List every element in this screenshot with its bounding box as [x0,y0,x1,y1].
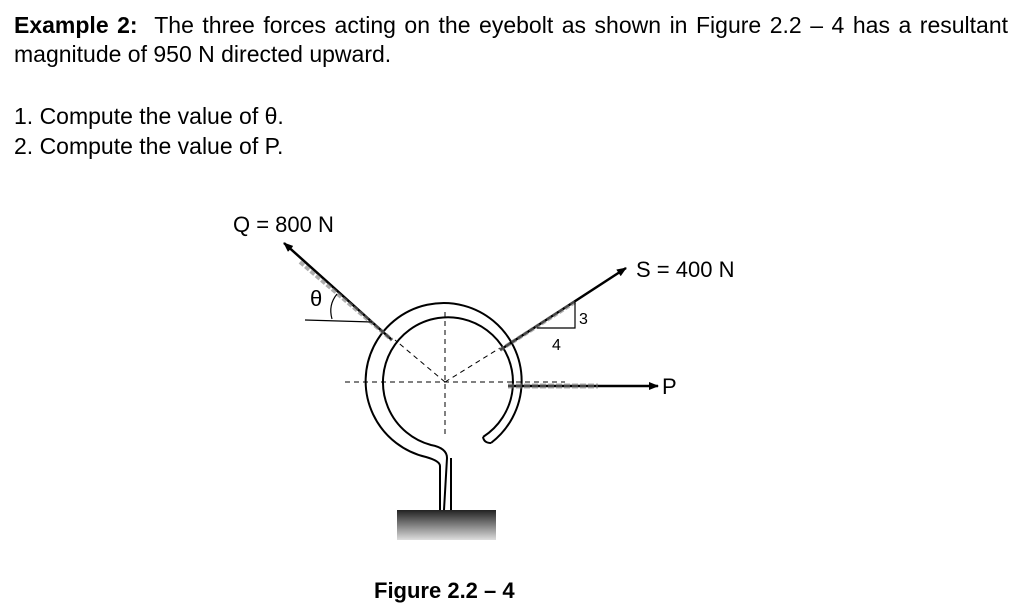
figure-caption: Figure 2.2 – 4 [374,578,515,603]
problem-statement: Example 2: The three forces acting on th… [14,11,1008,69]
task-item: 1. Compute the value of θ. [14,103,284,129]
theta-reference-line [304,319,373,323]
task-list: 1. Compute the value of θ. 2. Compute th… [14,101,284,161]
slope-run-label: 4 [552,337,561,354]
force-q [283,242,394,342]
theta-label: θ [310,286,322,311]
q-label: Q = 800 N [233,212,334,237]
construction-lines [345,312,565,437]
support-base [397,510,496,540]
eyebolt [364,302,523,511]
force-s [498,266,627,352]
s-label: S = 400 N [636,257,734,282]
example-text: The three forces acting on the eyebolt a… [14,12,1009,67]
example-label: Example 2: [14,12,138,38]
task-item: 2. Compute the value of P. [14,133,284,159]
theta-arc [330,293,338,320]
slope-rise-label: 3 [579,311,588,328]
slope-triangle [537,302,576,329]
p-label: P [662,374,677,399]
